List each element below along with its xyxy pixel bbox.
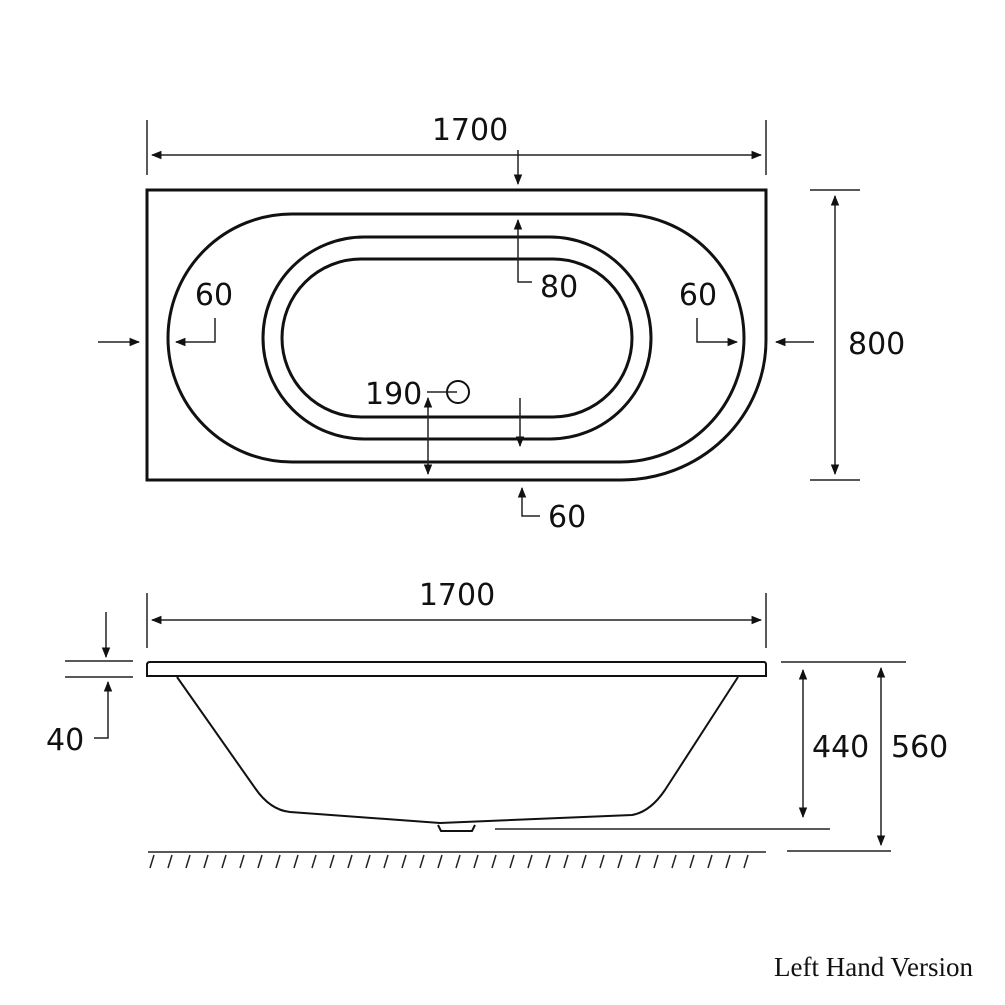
bath-depth-label: 440 xyxy=(812,730,869,765)
bath-floor-edge xyxy=(280,257,634,419)
rim-thickness-dimension: 40 xyxy=(46,612,133,758)
side-view: 1700 40 440 xyxy=(46,578,948,869)
waste-dimension: 190 xyxy=(365,377,470,476)
bath-depth-dimension: 440 xyxy=(495,668,869,830)
rim-right-label: 60 xyxy=(679,278,717,313)
side-length-dimension: 1700 xyxy=(146,578,767,648)
rim-bottom-label: 60 xyxy=(548,500,586,535)
top-length-label: 1700 xyxy=(432,113,508,148)
total-height-dimension: 560 xyxy=(781,661,948,852)
top-width-dimension: 800 xyxy=(810,189,905,481)
side-length-label: 1700 xyxy=(419,578,495,613)
rim-top-label: 80 xyxy=(540,270,578,305)
rim-left-dimension: 60 xyxy=(98,278,233,347)
total-height-label: 560 xyxy=(891,730,948,765)
bath-rim-profile xyxy=(146,661,767,677)
waste-foot xyxy=(437,824,476,832)
rim-thickness-label: 40 xyxy=(46,723,84,758)
version-caption: Left Hand Version xyxy=(774,952,973,982)
rim-inner-edge xyxy=(166,212,746,464)
top-width-label: 800 xyxy=(848,327,905,362)
bath-body-profile xyxy=(176,676,739,825)
rim-right-dimension: 60 xyxy=(679,278,814,347)
bath-bowl-edge xyxy=(261,235,653,441)
deck-outline xyxy=(145,188,768,482)
rim-bottom-dimension: 60 xyxy=(515,398,586,535)
waste-offset-label: 190 xyxy=(365,377,422,412)
rim-left-label: 60 xyxy=(195,278,233,313)
rim-top-dimension: 80 xyxy=(513,218,578,305)
floor-hatch xyxy=(148,851,766,869)
top-length-dimension: 1700 xyxy=(146,113,767,186)
top-view: 1700 60 60 80 xyxy=(98,113,905,535)
